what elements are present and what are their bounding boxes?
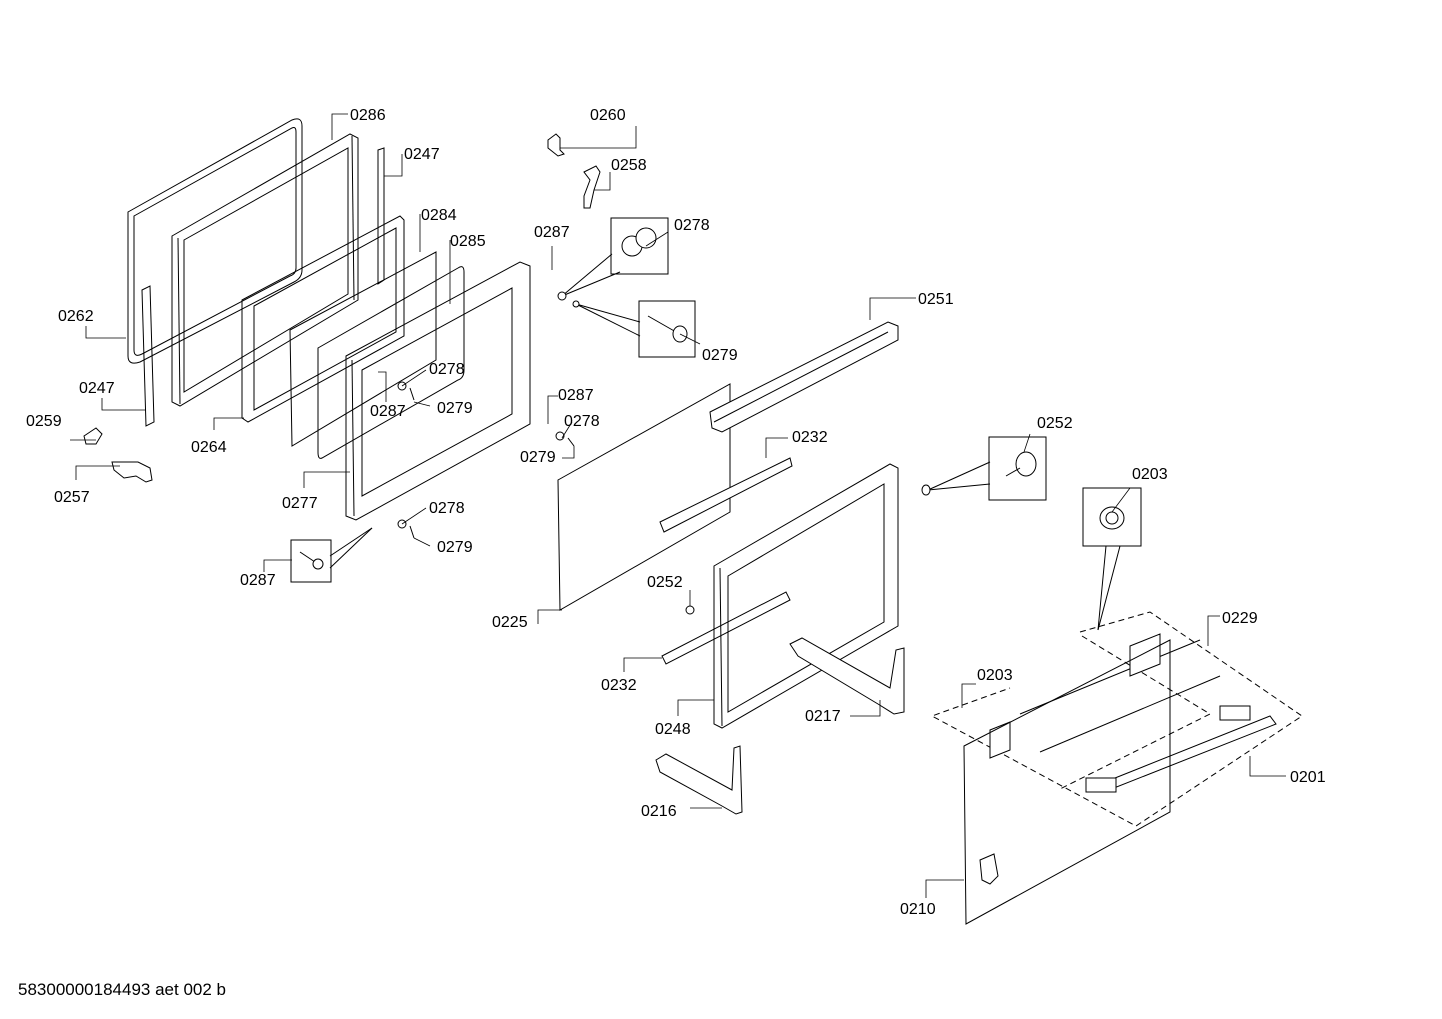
part-label-0258: 0258 <box>611 157 647 174</box>
part-label-0264: 0264 <box>191 439 227 456</box>
part-label-0279-b: 0279 <box>437 539 473 556</box>
part-label-0285: 0285 <box>450 233 486 250</box>
part-label-0216: 0216 <box>641 803 677 820</box>
bracket-part-0216 <box>655 745 743 815</box>
part-label-0287-c: 0287 <box>534 224 570 241</box>
part-label-0247-left: 0247 <box>79 380 115 397</box>
hinge-part-0257 <box>111 461 153 483</box>
glass-panel-part <box>557 383 731 611</box>
part-label-0203-lower: 0203 <box>977 667 1013 684</box>
part-label-0232-lower: 0232 <box>601 677 637 694</box>
knob-callout-0252 <box>921 436 1047 501</box>
front-frame-part <box>713 463 899 729</box>
part-label-0210: 0210 <box>900 901 936 918</box>
part-label-0252-upper: 0252 <box>1037 415 1073 432</box>
part-label-0278-b: 0278 <box>429 500 465 517</box>
glass-pane-part <box>289 251 437 447</box>
part-label-0201: 0201 <box>1290 769 1326 786</box>
small-screws <box>397 381 695 615</box>
top-rail-part <box>709 321 899 433</box>
hinge-part-0259 <box>83 427 103 445</box>
part-label-0279-d: 0279 <box>520 449 556 466</box>
part-label-0278-a: 0278 <box>429 361 465 378</box>
inner-door-frame-part <box>171 133 359 407</box>
part-label-0287-a: 0287 <box>370 403 406 420</box>
part-label-0247-top: 0247 <box>404 146 440 163</box>
part-label-0248: 0248 <box>655 721 691 738</box>
door-gasket-part <box>127 118 303 364</box>
part-label-0279-c: 0279 <box>702 347 738 364</box>
part-label-0217: 0217 <box>805 708 841 725</box>
bushing-callout <box>557 217 669 301</box>
side-strip-part-left <box>141 285 155 427</box>
part-label-0257: 0257 <box>54 489 90 506</box>
side-rail-part-upper <box>659 457 793 533</box>
control-assembly-part <box>930 611 1303 827</box>
part-label-0286: 0286 <box>350 107 386 124</box>
part-label-0252-lower: 0252 <box>647 574 683 591</box>
part-labels: 0286 0247 0284 0285 0262 0247 0264 0259 … <box>26 107 1326 918</box>
part-label-0287-b: 0287 <box>240 572 276 589</box>
part-label-0203-upper: 0203 <box>1132 466 1168 483</box>
part-label-0279-a: 0279 <box>437 400 473 417</box>
side-rail-part-lower <box>661 591 791 665</box>
fascia-panel-part <box>963 639 1171 925</box>
part-label-0284: 0284 <box>421 207 457 224</box>
screw-callout-lower <box>290 527 373 583</box>
hinge-bracket-part-0258 <box>583 165 601 209</box>
part-label-0278-d: 0278 <box>564 413 600 430</box>
hinge-bracket-part-0260 <box>547 133 565 157</box>
part-label-0278-c: 0278 <box>674 217 710 234</box>
part-label-0262: 0262 <box>58 308 94 325</box>
glass-frame-part <box>241 215 405 423</box>
part-label-0229: 0229 <box>1222 610 1258 627</box>
door-frame-part <box>345 261 531 521</box>
part-label-0260: 0260 <box>590 107 626 124</box>
bracket-part-0217 <box>789 637 905 715</box>
part-label-0251: 0251 <box>918 291 954 308</box>
inner-glass-part <box>317 266 465 459</box>
screw-callout <box>572 300 696 358</box>
part-label-0277: 0277 <box>282 495 318 512</box>
part-label-0225: 0225 <box>492 614 528 631</box>
side-strip-part <box>377 147 385 285</box>
part-label-0287-d: 0287 <box>558 387 594 404</box>
knob-callout-0203 <box>1082 487 1142 631</box>
document-code: 58300000184493 aet 002 b <box>18 980 226 999</box>
leader-lines <box>70 113 1286 898</box>
part-label-0232-upper: 0232 <box>792 429 828 446</box>
part-label-0259: 0259 <box>26 413 62 430</box>
